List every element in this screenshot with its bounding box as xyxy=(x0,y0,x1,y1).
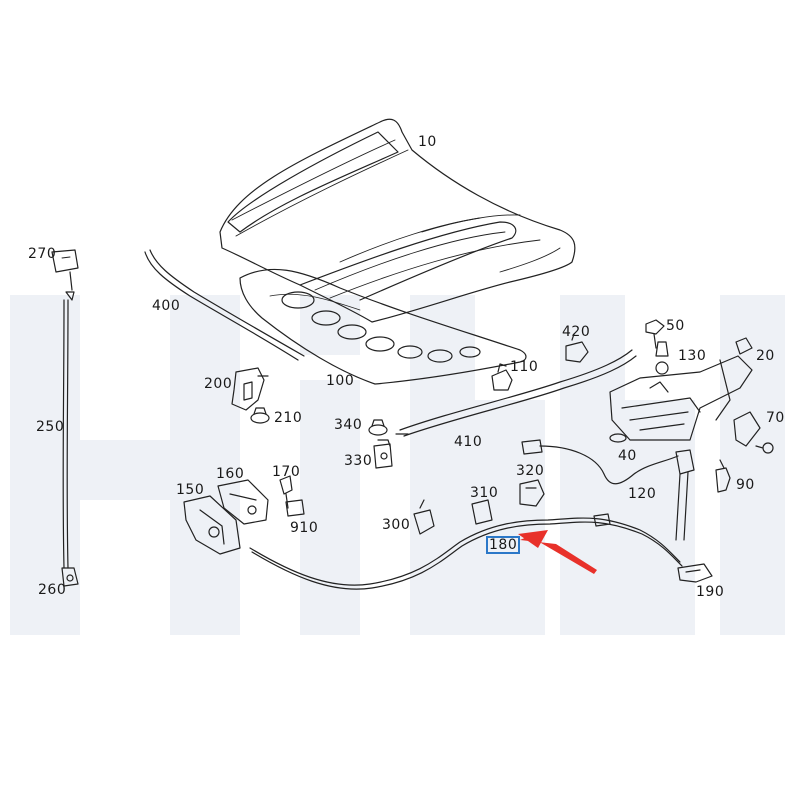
label-910: 910 xyxy=(290,520,319,536)
label-120: 120 xyxy=(628,486,657,502)
label-70: 70 xyxy=(766,410,785,426)
bolt-90 xyxy=(715,459,731,493)
part-40 xyxy=(609,433,627,443)
latch-assembly xyxy=(609,337,753,441)
part-320 xyxy=(519,479,545,507)
label-210: 210 xyxy=(274,410,303,426)
label-160: 160 xyxy=(216,466,245,482)
label-400: 400 xyxy=(152,298,181,314)
label-200: 200 xyxy=(204,376,233,392)
cable-120 xyxy=(521,439,679,485)
pointer-arrow xyxy=(518,530,597,574)
label-420: 420 xyxy=(562,324,591,340)
part-340 xyxy=(368,419,388,436)
label-340: 340 xyxy=(334,417,363,433)
bolt-50 xyxy=(645,319,665,349)
bumper-110 xyxy=(491,363,513,391)
label-410: 410 xyxy=(454,434,483,450)
hood-insulation xyxy=(239,268,527,385)
bumper-420 xyxy=(565,333,589,363)
seal-strip xyxy=(144,249,305,361)
release-handle-190 xyxy=(677,563,713,583)
label-320: 320 xyxy=(516,463,545,479)
part-310 xyxy=(471,499,493,525)
label-130: 130 xyxy=(678,348,707,364)
hood-lock-150 xyxy=(183,495,241,555)
hood-panel xyxy=(219,118,576,323)
part-300 xyxy=(413,499,435,535)
label-50: 50 xyxy=(666,318,685,334)
label-110: 110 xyxy=(510,359,539,375)
prop-rod xyxy=(51,249,79,587)
release-rod xyxy=(675,449,695,541)
part-910 xyxy=(285,499,305,517)
clip-210 xyxy=(250,407,270,424)
hood-lock-160 xyxy=(217,479,269,525)
label-180-highlighted: 180 xyxy=(486,536,521,554)
bracket-200 xyxy=(231,367,269,411)
label-90: 90 xyxy=(736,477,755,493)
label-330: 330 xyxy=(344,453,373,469)
label-170: 170 xyxy=(272,464,301,480)
label-100: 100 xyxy=(326,373,355,389)
label-270: 270 xyxy=(28,246,57,262)
bolt-170 xyxy=(279,475,293,509)
part-330 xyxy=(373,439,393,469)
part-70 xyxy=(733,411,774,454)
strip-410 xyxy=(395,349,637,437)
cable-180 xyxy=(249,513,683,590)
label-310: 310 xyxy=(470,485,499,501)
label-150: 150 xyxy=(176,482,205,498)
label-190: 190 xyxy=(696,584,725,600)
label-40: 40 xyxy=(618,448,637,464)
label-20: 20 xyxy=(756,348,775,364)
label-10: 10 xyxy=(418,134,437,150)
label-250: 250 xyxy=(36,419,65,435)
label-260: 260 xyxy=(38,582,67,598)
label-300: 300 xyxy=(382,517,411,533)
